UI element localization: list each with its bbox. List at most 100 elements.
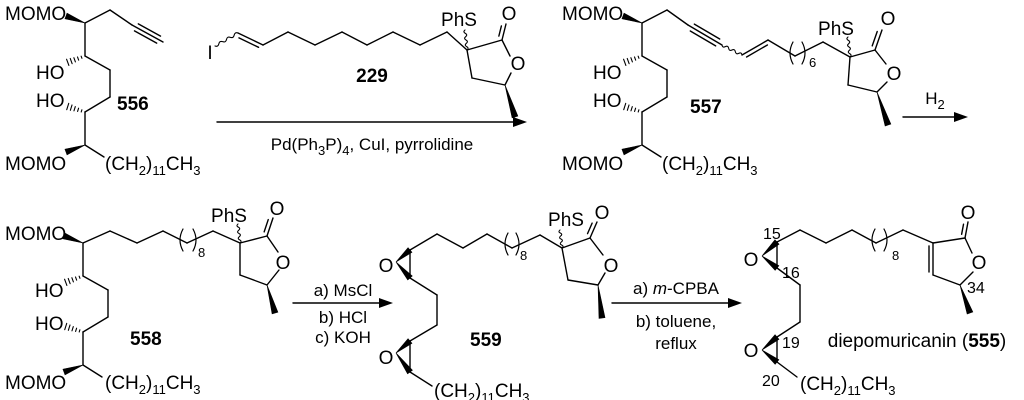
momo-label: MOMO <box>5 373 66 394</box>
single-bond <box>959 271 974 286</box>
wedge-bond <box>395 338 413 354</box>
epoxide-oxygen: O <box>379 256 394 277</box>
hashed-bond <box>623 102 627 111</box>
bond-layer <box>62 9 974 387</box>
hydroxyl-label: HO <box>36 91 65 112</box>
alkyl-tail-label: (CH2)11CH3 <box>662 154 758 178</box>
repeat-bracket <box>871 228 876 252</box>
single-bond <box>466 49 473 79</box>
compound-559: O O (CH2)11CH3 8 PhS O O 559 <box>379 203 619 400</box>
triple-bond <box>137 23 162 37</box>
reaction-conditions: Pd(Ph3P)4, CuI, pyrrolidine <box>271 135 474 158</box>
momo-label: MOMO <box>5 4 66 25</box>
alkyl-tail-label: (CH2)11CH3 <box>105 373 201 397</box>
hashed-bond <box>69 57 73 65</box>
single-bond <box>776 361 798 378</box>
double-bond <box>589 221 598 239</box>
single-bond <box>466 39 503 51</box>
single-bond <box>162 230 188 244</box>
hashed-bond <box>71 277 74 283</box>
hydroxyl-label: HO <box>35 281 64 302</box>
single-bond <box>436 233 464 249</box>
single-bond <box>932 237 966 244</box>
compound-number: 557 <box>690 97 722 118</box>
locant-34: 34 <box>967 280 985 297</box>
hashed-bond <box>64 278 68 287</box>
hashed-bond <box>71 326 74 332</box>
hashed-bond <box>634 107 637 112</box>
carbonyl-oxygen: O <box>502 4 517 25</box>
repeat-bracket <box>883 228 888 252</box>
momo-label: MOMO <box>5 154 66 175</box>
single-bond <box>409 371 433 387</box>
step-b: b) toluene, <box>636 312 716 331</box>
hashed-bond <box>626 104 630 111</box>
hashed-bond <box>78 329 81 333</box>
double-bond <box>741 39 769 56</box>
double-bond <box>960 223 965 236</box>
single-bond <box>186 230 214 244</box>
single-bond <box>82 364 103 378</box>
double-bond <box>586 222 593 235</box>
double-bond <box>745 44 769 58</box>
wavy-bond <box>558 229 564 249</box>
single-bond <box>799 229 827 244</box>
single-bond <box>666 9 689 26</box>
compound-558: MOMO HO HO MOMO (CH2)11CH3 8 PhS O O 558 <box>5 199 290 397</box>
compound-557: MOMO HO HO MOMO (CH2)11CH3 6 PhS O O 557 <box>562 4 901 178</box>
double-bond <box>498 25 503 37</box>
single-bond <box>776 321 801 338</box>
phenylthio-label: PhS <box>548 210 584 231</box>
wedge-bond <box>621 12 643 24</box>
single-bond <box>776 229 801 243</box>
double-bond <box>266 217 274 237</box>
wedge-bond <box>959 284 974 315</box>
wedge-bond <box>621 144 643 156</box>
hashed-bond <box>80 109 83 113</box>
single-bond <box>847 84 878 93</box>
wedge-bond <box>266 284 279 315</box>
arrow-head-icon <box>954 112 968 122</box>
triple-bond <box>687 24 723 46</box>
hashed-bond <box>623 58 627 67</box>
single-bond <box>597 272 606 286</box>
phenylthio-label: PhS <box>818 19 854 40</box>
compound-number: 556 <box>117 94 149 115</box>
single-bond <box>641 9 668 24</box>
carbonyl-oxygen: O <box>961 203 976 224</box>
carbonyl-oxygen: O <box>270 199 285 220</box>
compound-555: O O (CH2)11CH3 8 O O 15 16 19 20 34 diep… <box>744 203 1007 398</box>
single-bond <box>567 279 599 286</box>
single-bond <box>462 233 488 249</box>
hydroxyl-label: HO <box>593 91 622 112</box>
single-bond <box>314 31 343 46</box>
wavy-bond <box>721 44 743 56</box>
wedge-bond <box>761 334 780 351</box>
step-a: a) MsCl <box>314 281 373 300</box>
ring-oxygen: O <box>604 256 619 277</box>
hashed-bond <box>67 277 71 285</box>
compound-number: 559 <box>470 330 502 351</box>
hydroxyl-label: HO <box>36 63 65 84</box>
single-bond <box>825 229 853 244</box>
repeat-count: 8 <box>198 245 205 260</box>
single-bond <box>511 234 541 249</box>
compound-number: 558 <box>130 329 162 350</box>
phenylthio-label: PhS <box>211 206 247 227</box>
single-bond <box>471 77 506 86</box>
triple-bond <box>133 30 158 44</box>
compound-name: diepomuricanin (555) <box>828 331 1007 352</box>
double-bond <box>871 30 878 47</box>
single-bond <box>409 233 438 251</box>
single-bond <box>641 55 668 71</box>
step-b-continued: reflux <box>655 334 697 353</box>
wedge-bond <box>876 91 892 127</box>
compound-229: I PhS O O 229 <box>207 4 525 87</box>
single-bond <box>561 237 591 249</box>
repeat-bracket <box>801 41 806 65</box>
single-bond <box>82 316 109 333</box>
hashed-bond <box>69 104 73 111</box>
single-bond <box>392 31 421 46</box>
single-bond <box>539 234 563 249</box>
